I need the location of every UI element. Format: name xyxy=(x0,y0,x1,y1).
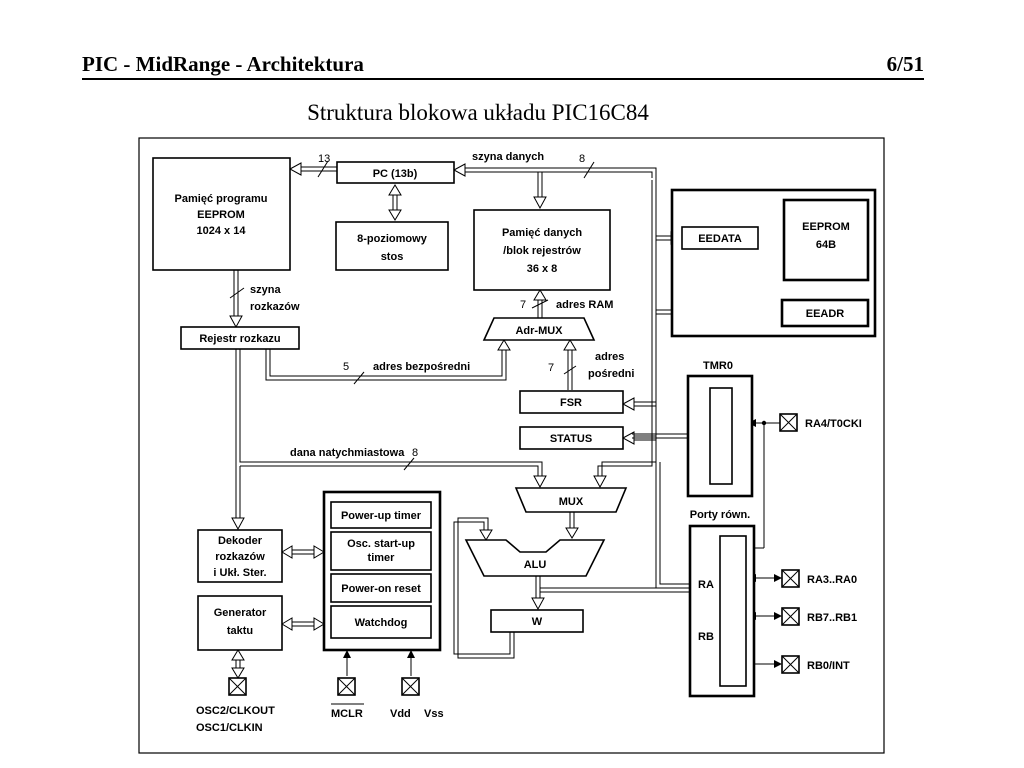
svg-text:Porty równ.: Porty równ. xyxy=(690,509,751,521)
svg-text:Adr-MUX: Adr-MUX xyxy=(515,325,563,337)
svg-text:TMR0: TMR0 xyxy=(703,360,733,372)
svg-text:W: W xyxy=(532,616,543,628)
svg-text:Pamięć danych: Pamięć danych xyxy=(502,227,582,239)
svg-text:adres RAM: adres RAM xyxy=(556,299,613,311)
svg-text:EEPROM: EEPROM xyxy=(197,209,245,221)
svg-text:8: 8 xyxy=(412,447,418,459)
status-register: STATUS xyxy=(519,426,624,450)
svg-text:Power-on reset: Power-on reset xyxy=(341,583,421,595)
svg-text:STATUS: STATUS xyxy=(550,433,592,445)
w-register: W xyxy=(490,609,584,633)
svg-text:RB7..RB1: RB7..RB1 xyxy=(807,612,857,624)
svg-text:OSC1/CLKIN: OSC1/CLKIN xyxy=(196,722,263,734)
svg-text:/blok rejestrów: /blok rejestrów xyxy=(503,245,581,257)
svg-text:8-poziomowy: 8-poziomowy xyxy=(357,233,428,245)
svg-text:rozkazów: rozkazów xyxy=(250,301,300,313)
svg-text:Osc. start-up: Osc. start-up xyxy=(347,538,415,550)
mux-block: MUX xyxy=(514,487,628,513)
svg-text:rozkazów: rozkazów xyxy=(215,551,265,563)
pin-rb7: RB7..RB1 xyxy=(781,607,857,626)
diagram-title: Struktura blokowa układu PIC16C84 xyxy=(307,100,649,125)
svg-text:pośredni: pośredni xyxy=(588,368,634,380)
svg-text:EEDATA: EEDATA xyxy=(698,233,742,245)
svg-text:taktu: taktu xyxy=(227,625,253,637)
fsr-register: FSR xyxy=(519,390,624,414)
bus-labels: 13 szyna danych 8 szyna rozkazów 7 adres… xyxy=(250,151,634,459)
slide-title: PIC - MidRange - Architektura xyxy=(82,52,364,76)
svg-text:ALU: ALU xyxy=(524,559,547,571)
program-memory-block: Pamięć programu EEPROM 1024 x 14 xyxy=(152,157,291,271)
svg-text:8: 8 xyxy=(579,153,585,165)
svg-text:FSR: FSR xyxy=(560,397,582,409)
svg-text:Rejestr rozkazu: Rejestr rozkazu xyxy=(199,333,280,345)
svg-text:i Ukł. Ster.: i Ukł. Ster. xyxy=(213,567,266,579)
pin-mclr: MCLR xyxy=(331,677,364,720)
svg-text:Power-up timer: Power-up timer xyxy=(341,510,422,522)
page-number: 6/51 xyxy=(886,52,924,76)
pin-rb0: RB0/INT xyxy=(781,655,850,674)
tmr0-block: TMR0 xyxy=(686,360,754,498)
svg-text:szyna: szyna xyxy=(250,284,281,296)
svg-text:OSC2/CLKOUT: OSC2/CLKOUT xyxy=(196,705,275,717)
diagram-frame xyxy=(138,137,885,754)
eeprom-group: EEDATA EEPROM 64B EEADR xyxy=(670,188,877,338)
stack-block: 8-poziomowy stos xyxy=(335,221,449,271)
svg-text:stos: stos xyxy=(381,251,404,263)
data-memory-block: Pamięć danych /blok rejestrów 36 x 8 xyxy=(473,209,611,291)
svg-text:36 x 8: 36 x 8 xyxy=(527,263,558,275)
svg-text:dana natychmiastowa: dana natychmiastowa xyxy=(290,447,405,459)
pin-vdd-vss: Vdd Vss xyxy=(390,677,444,720)
svg-text:PC (13b): PC (13b) xyxy=(373,168,418,180)
svg-text:EEPROM: EEPROM xyxy=(802,221,850,233)
svg-text:7: 7 xyxy=(548,362,554,374)
svg-text:szyna danych: szyna danych xyxy=(472,151,544,163)
svg-text:Generator: Generator xyxy=(214,607,267,619)
svg-text:1024 x 14: 1024 x 14 xyxy=(197,225,247,237)
svg-text:7: 7 xyxy=(520,299,526,311)
svg-text:RB: RB xyxy=(698,631,714,643)
instruction-register: Rejestr rozkazu xyxy=(180,326,300,350)
decoder-block: Dekoder rozkazów i Ukł. Ster. xyxy=(197,529,283,583)
slide-header: PIC - MidRange - Architektura 6/51 xyxy=(82,52,924,80)
pin-ra3: RA3..RA0 xyxy=(781,569,857,588)
svg-text:Dekoder: Dekoder xyxy=(218,535,263,547)
pin-ra4: RA4/T0CKI xyxy=(779,413,862,432)
svg-text:Watchdog: Watchdog xyxy=(355,617,408,629)
svg-text:64B: 64B xyxy=(816,239,836,251)
svg-text:Pamięć programu: Pamięć programu xyxy=(175,193,268,205)
svg-text:RA: RA xyxy=(698,579,714,591)
svg-text:adres bezpośredni: adres bezpośredni xyxy=(373,361,470,373)
svg-text:EEADR: EEADR xyxy=(806,308,845,320)
svg-text:MUX: MUX xyxy=(559,496,584,508)
svg-text:Vdd: Vdd xyxy=(390,708,411,720)
svg-text:adres: adres xyxy=(595,351,624,363)
svg-text:RB0/INT: RB0/INT xyxy=(807,660,850,672)
svg-text:timer: timer xyxy=(368,552,396,564)
pin-osc: OSC2/CLKOUT OSC1/CLKIN xyxy=(196,677,275,734)
ports-block: Porty równ. RA RB xyxy=(688,509,756,698)
svg-text:RA3..RA0: RA3..RA0 xyxy=(807,574,857,586)
timers-block: Power-up timer Osc. start-up timer Power… xyxy=(322,490,442,652)
svg-text:13: 13 xyxy=(318,153,330,165)
svg-text:RA4/T0CKI: RA4/T0CKI xyxy=(805,418,862,430)
adr-mux: Adr-MUX xyxy=(482,317,596,341)
alu-block: ALU xyxy=(464,539,606,577)
pc-register: PC (13b) xyxy=(336,161,455,184)
svg-text:5: 5 xyxy=(343,361,349,373)
svg-text:Vss: Vss xyxy=(424,708,444,720)
svg-text:MCLR: MCLR xyxy=(331,708,363,720)
clock-generator-block: Generator taktu xyxy=(197,595,283,651)
